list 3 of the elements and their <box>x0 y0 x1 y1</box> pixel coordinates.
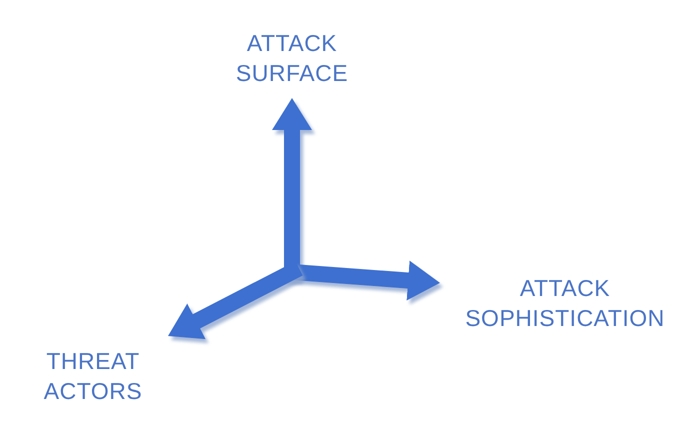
axis-label: ATTACK SURFACE <box>234 29 350 88</box>
axis-label: THREAT ACTORS <box>42 347 144 406</box>
axis-label: ATTACK SOPHISTICATION <box>464 274 666 333</box>
